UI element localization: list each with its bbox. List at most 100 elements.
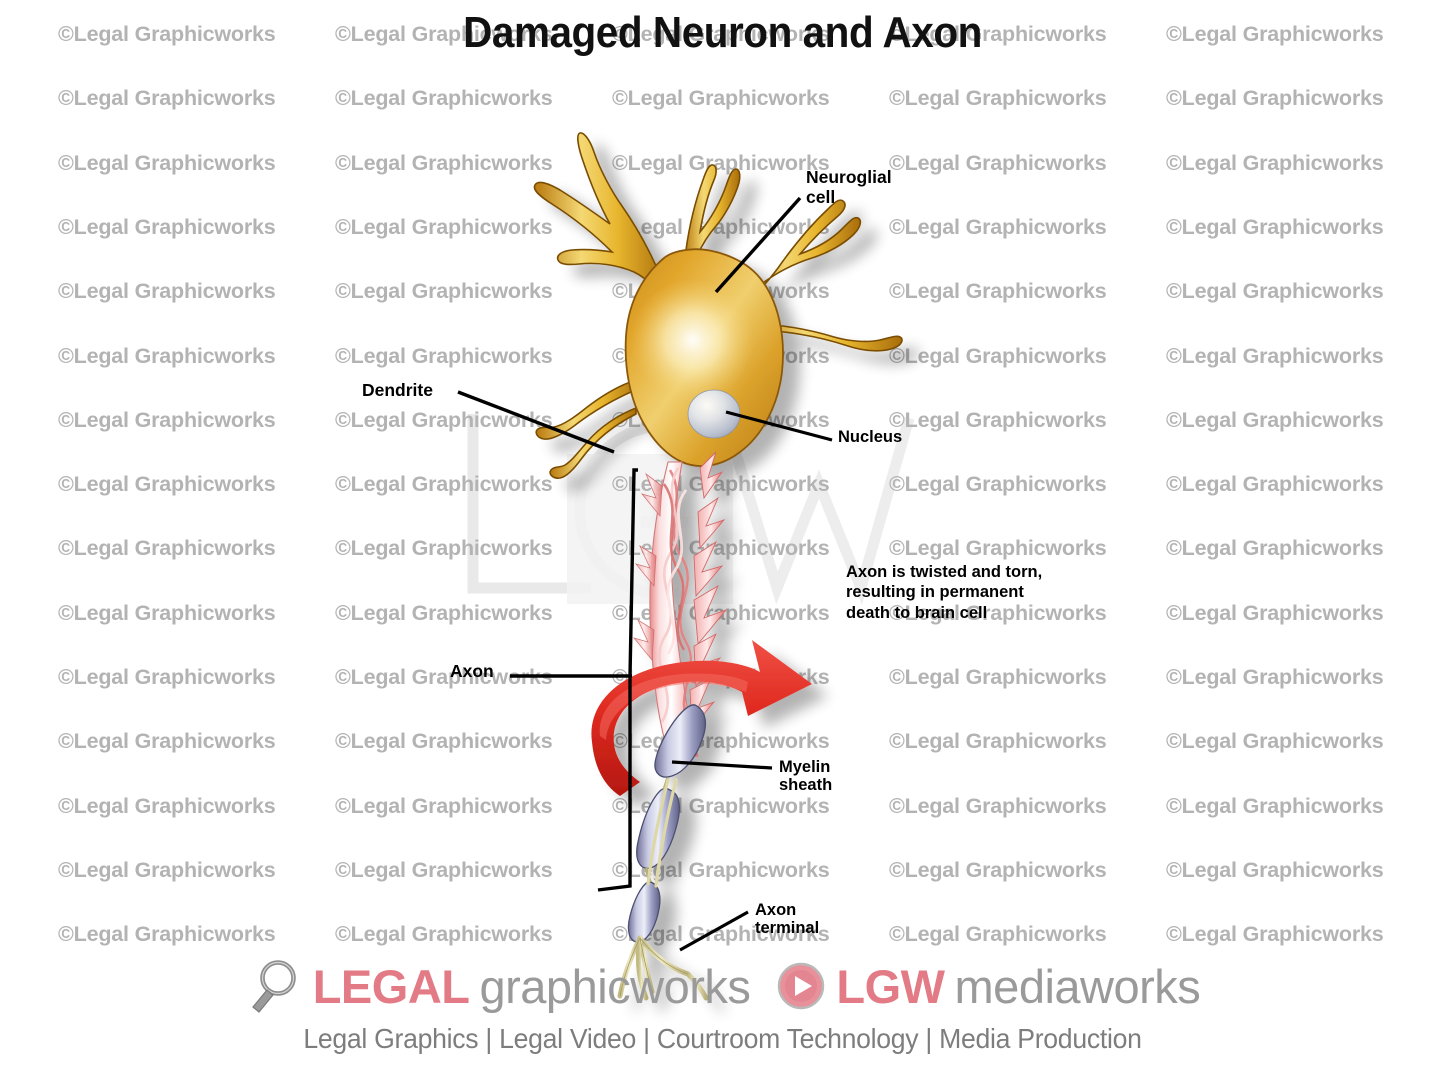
label-myelin-sheath: Myelin sheath [779, 758, 833, 795]
watermark-text: ©Legal Graphicworks [612, 600, 830, 625]
label-damage-note: Axon is twisted and torn, resulting in p… [846, 563, 1043, 622]
watermark-text: ©Legal Graphicworks [1166, 665, 1384, 689]
watermark-text: ©Legal Graphicworks [1166, 472, 1384, 497]
legal-graphicworks-logo: LEGAL graphicworks [245, 957, 751, 1015]
watermark-text: ©Legal Graphicworks [335, 214, 553, 239]
lgw-mediaworks-logo: LGW mediaworks [776, 959, 1201, 1014]
footer-logo-row: LEGAL graphicworks LGW mediaworks [0, 955, 1445, 1017]
watermark-text: ©Legal Graphicworks [335, 729, 553, 754]
watermark-text: ©Legal Graphicworks [612, 793, 830, 818]
watermark-text: ©Legal Graphicworks [612, 665, 830, 689]
watermark-text: ©Legal Graphicworks [889, 665, 1107, 689]
watermark-text: ©Legal Graphicworks [58, 857, 276, 882]
watermark-text: ©Legal Graphicworks [889, 472, 1107, 497]
torn-axon [632, 451, 728, 761]
watermark-text: ©Legal Graphicworks [335, 536, 553, 561]
leader-myelin [671, 760, 773, 770]
axon-core-threads [646, 778, 678, 888]
watermark-text: ©Legal Graphicworks [889, 922, 1107, 947]
cell-body-soma [624, 248, 784, 467]
watermark-text: ©Legal Graphicworks [58, 665, 276, 689]
watermark-text: ©Legal Graphicworks [58, 150, 276, 175]
watermark-text: ©Legal Graphicworks [58, 472, 276, 497]
label-axon-terminal: Axon terminal [755, 901, 820, 938]
watermark-text: ©Legal Graphicworks [612, 86, 830, 111]
watermark-text: ©Legal Graphicworks [612, 472, 830, 497]
page-title: Damaged Neuron and Axon [463, 8, 982, 57]
watermark-text: ©Legal Graphicworks [612, 536, 830, 561]
nucleus-shape [687, 389, 741, 439]
lgw-wordmark: LGW [836, 959, 945, 1013]
watermark-text: ©Legal Graphicworks [335, 86, 553, 111]
label-neuroglial-cell: Neuroglial cell [806, 167, 892, 207]
watermark-text: ©Legal Graphicworks [335, 472, 553, 497]
watermark-text: ©Legal Graphicworks [335, 343, 553, 368]
watermark-text: ©Legal Graphicworks [889, 343, 1107, 368]
label-axon: Axon [450, 661, 494, 681]
watermark-text: ©Legal Graphicworks [1166, 343, 1384, 368]
watermark-text: ©Legal Graphicworks [58, 922, 276, 947]
watermark-text: ©Legal Graphicworks [1166, 150, 1384, 175]
magnifier-icon [251, 960, 296, 1013]
leader-damage [762, 592, 842, 596]
watermark-text: ©Legal Graphicworks [889, 279, 1107, 304]
legal-wordmark: LEGAL [312, 959, 470, 1013]
watermark-text: ©Legal Graphicworks [58, 536, 276, 561]
watermark-text: ©Legal Graphicworks [1166, 729, 1384, 754]
footer-tagline: Legal Graphics | Legal Video | Courtroom… [303, 1023, 1142, 1054]
watermark-text: ©Legal Graphicworks [58, 793, 276, 818]
watermark-text: ©Legal Graphicworks [1166, 86, 1384, 111]
watermark-text: ©Legal Graphicworks [889, 536, 1107, 561]
watermark-text: ©Legal Graphicworks [58, 343, 276, 368]
watermark-text: ©Legal Graphicworks [889, 729, 1107, 754]
label-dendrite: Dendrite [362, 380, 433, 400]
footer-branding: LEGAL graphicworks LGW mediaworks Legal … [0, 955, 1445, 1055]
lgw-ghost-watermark [467, 414, 915, 605]
watermark-text: ©Legal Graphicworks [889, 150, 1107, 175]
watermark-text: ©Legal Graphicworks [335, 857, 553, 882]
mediaworks-wordmark: mediaworks [954, 959, 1201, 1013]
watermark-text: ©Legal Graphicworks [335, 407, 553, 432]
watermark-text: ©Legal Graphicworks [58, 279, 276, 304]
watermark-text: ©Legal Graphicworks [889, 86, 1107, 111]
watermark-text: ©Legal Graphicworks [335, 922, 553, 947]
watermark-text: ©Legal Graphicworks [1166, 793, 1384, 818]
watermark-text: ©Legal Graphicworks [889, 214, 1107, 239]
watermark-text: ©Legal Graphicworks [58, 729, 276, 754]
watermark-text: ©Legal Graphicworks [335, 793, 553, 818]
myelin-sheath [627, 704, 707, 943]
leader-axon-bracket [510, 468, 638, 892]
watermark-text: ©Legal Graphicworks [58, 86, 276, 111]
watermark-text: ©Legal Graphicworks [1166, 922, 1384, 947]
graphicworks-wordmark: graphicworks [479, 959, 751, 1013]
watermark-text: ©Legal Graphicworks [335, 600, 553, 625]
watermark-text: ©Legal Graphicworks [612, 407, 830, 432]
play-circle-icon [778, 962, 825, 1010]
watermark-text: ©Legal Graphicworks [58, 407, 276, 432]
watermark-text: ©Legal Graphicworks [1166, 279, 1384, 304]
watermark-text: ©Legal Graphicworks [612, 279, 830, 304]
watermark-text: ©Legal Graphicworks [1166, 600, 1384, 625]
leader-neuroglial [714, 196, 802, 294]
watermark-text: ©Legal Graphicworks [1166, 214, 1384, 239]
watermark-text: ©Legal Graphicworks [58, 600, 276, 625]
leader-nucleus [725, 410, 833, 442]
watermark-text: ©Legal Graphicworks [612, 214, 830, 239]
watermark-text: ©Legal Graphicworks [58, 214, 276, 239]
watermark-text: ©Legal Graphicworks [1166, 857, 1384, 882]
watermark-text: ©Legal Graphicworks [612, 729, 830, 754]
watermark-text: ©Legal Graphicworks [335, 150, 553, 175]
watermark-text: ©Legal Graphicworks [1166, 536, 1384, 561]
watermark-text: ©Legal Graphicworks [889, 793, 1107, 818]
watermark-text: ©Legal Graphicworks [1166, 407, 1384, 432]
watermark-text: ©Legal Graphicworks [335, 279, 553, 304]
watermark-text: ©Legal Graphicworks [889, 857, 1107, 882]
leader-terminal [679, 910, 749, 952]
watermark-text: ©Legal Graphicworks [335, 665, 553, 689]
leader-dendrite [457, 390, 615, 454]
label-nucleus: Nucleus [838, 428, 903, 446]
watermark-text: ©Legal Graphicworks [612, 343, 830, 368]
